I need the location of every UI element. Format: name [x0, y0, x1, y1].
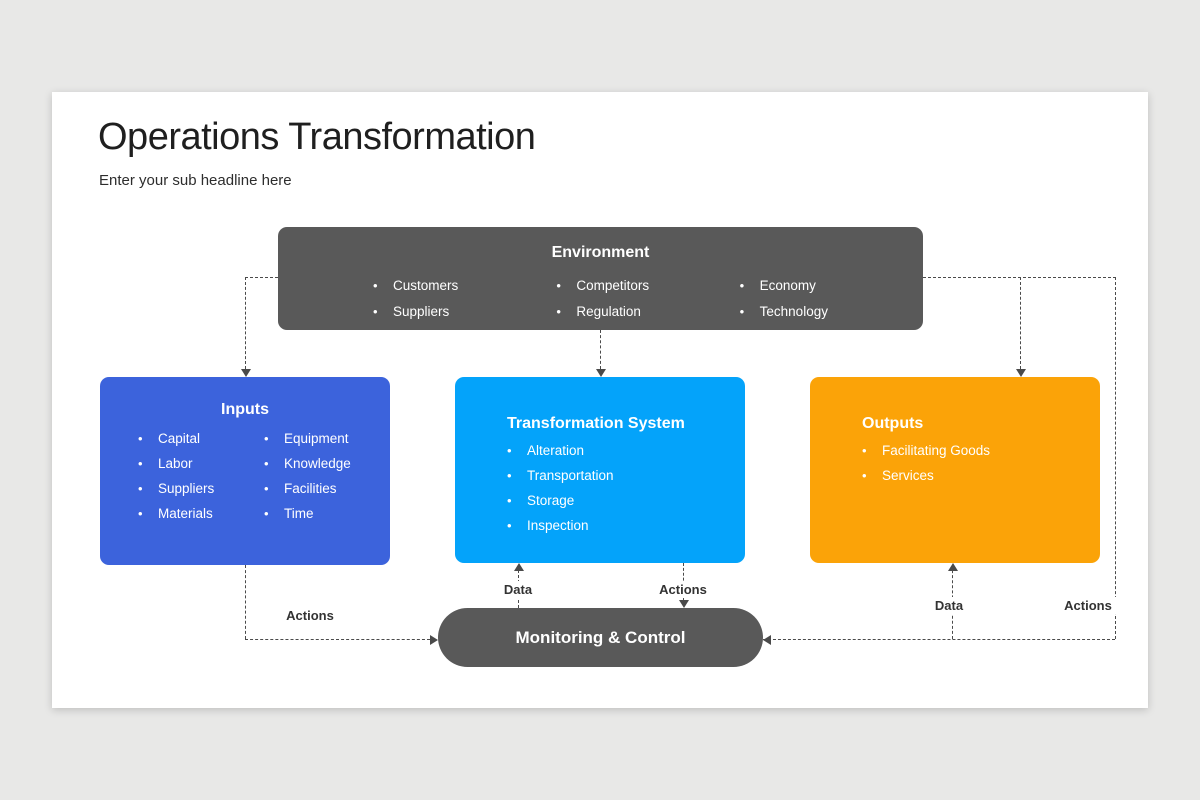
- inputs-box: Inputs •Capital •Labor •Suppliers •Mater…: [100, 377, 390, 565]
- arrow-down-icon: [1016, 369, 1026, 377]
- arrow-up-icon: [948, 563, 958, 571]
- bullet-dot: •: [507, 493, 512, 508]
- list-item: •Regulation: [556, 299, 739, 325]
- flow-label-actions-right: Actions: [1060, 597, 1116, 614]
- bullet-dot: •: [138, 456, 143, 471]
- arrow-down-icon: [241, 369, 251, 377]
- environment-column-2: •Competitors •Regulation: [556, 273, 739, 325]
- monitoring-control-pill: Monitoring & Control: [438, 608, 763, 667]
- page-title: Operations Transformation: [98, 116, 536, 158]
- bullet-dot: •: [373, 278, 378, 293]
- connector-env-inputs-horizontal: [245, 277, 278, 278]
- connector-env-transformation: [600, 330, 601, 369]
- bullet-dot: •: [264, 506, 269, 521]
- flow-label-actions-center: Actions: [655, 581, 711, 598]
- connector-inputs-down-vertical: [245, 565, 246, 639]
- connector-env-outputs-vertical: [1020, 277, 1021, 369]
- environment-column-3: •Economy •Technology: [740, 273, 923, 325]
- transformation-list: •Alteration •Transportation •Storage •In…: [455, 438, 745, 538]
- transformation-system-title: Transformation System: [507, 415, 685, 432]
- connector-env-inputs-vertical: [245, 277, 246, 369]
- arrow-down-icon: [679, 600, 689, 608]
- list-item: •Competitors: [556, 273, 739, 299]
- transformation-system-box: Transformation System •Alteration •Trans…: [455, 377, 745, 563]
- outputs-title: Outputs: [862, 415, 924, 432]
- list-item: •Suppliers: [138, 476, 264, 501]
- inputs-column-1: •Capital •Labor •Suppliers •Materials: [138, 426, 264, 526]
- bullet-dot: •: [264, 431, 269, 446]
- bullet-dot: •: [138, 431, 143, 446]
- bullet-dot: •: [862, 468, 867, 483]
- bullet-dot: •: [507, 518, 512, 533]
- outputs-box: Outputs •Facilitating Goods •Services: [810, 377, 1100, 563]
- connector-right-rail-vertical: [1115, 277, 1116, 639]
- bullet-dot: •: [264, 456, 269, 471]
- bullet-dot: •: [556, 278, 561, 293]
- arrow-left-icon: [763, 635, 771, 645]
- page-subtitle: Enter your sub headline here: [99, 172, 292, 189]
- list-item: •Transportation: [507, 463, 745, 488]
- slide-canvas: Operations Transformation Enter your sub…: [52, 92, 1148, 708]
- list-item: •Labor: [138, 451, 264, 476]
- list-item: •Customers: [373, 273, 556, 299]
- bullet-dot: •: [138, 481, 143, 496]
- list-item: •Equipment: [264, 426, 390, 451]
- outputs-list: •Facilitating Goods •Services: [810, 438, 1100, 488]
- list-item: •Inspection: [507, 513, 745, 538]
- monitoring-control-title: Monitoring & Control: [515, 627, 686, 647]
- bullet-dot: •: [739, 278, 745, 293]
- list-item: •Services: [862, 463, 1100, 488]
- bullet-dot: •: [556, 304, 561, 319]
- bullet-dot: •: [862, 443, 867, 458]
- list-item: •Materials: [138, 501, 264, 526]
- arrow-down-icon: [596, 369, 606, 377]
- bullet-dot: •: [138, 506, 143, 521]
- list-item: •Alteration: [507, 438, 745, 463]
- flow-label-data-right: Data: [930, 597, 968, 614]
- arrow-right-icon: [430, 635, 438, 645]
- list-item: •Facilities: [264, 476, 390, 501]
- bullet-dot: •: [507, 443, 512, 458]
- list-item: •Knowledge: [264, 451, 390, 476]
- list-item: •Economy: [740, 273, 923, 299]
- list-item: •Capital: [138, 426, 264, 451]
- environment-box: Environment •Customers •Suppliers •Compe…: [278, 227, 923, 330]
- list-item: •Suppliers: [373, 299, 556, 325]
- inputs-column-2: •Equipment •Knowledge •Facilities •Time: [264, 426, 390, 526]
- environment-title: Environment: [551, 244, 650, 261]
- flow-label-data-center: Data: [499, 581, 537, 598]
- environment-column-1: •Customers •Suppliers: [373, 273, 556, 325]
- bullet-dot: •: [507, 468, 512, 483]
- list-item: •Facilitating Goods: [862, 438, 1100, 463]
- bullet-dot: •: [739, 304, 745, 319]
- arrow-up-icon: [514, 563, 524, 571]
- list-item: •Time: [264, 501, 390, 526]
- connector-monitoring-right-horizontal: [763, 639, 1115, 640]
- connector-env-right-horizontal: [923, 277, 1116, 278]
- list-item: •Technology: [740, 299, 923, 325]
- connector-inputs-monitoring-horizontal: [245, 639, 430, 640]
- flow-label-actions-left: Actions: [282, 607, 338, 624]
- list-item: •Storage: [507, 488, 745, 513]
- inputs-title: Inputs: [221, 401, 269, 418]
- bullet-dot: •: [264, 481, 269, 496]
- bullet-dot: •: [373, 304, 378, 319]
